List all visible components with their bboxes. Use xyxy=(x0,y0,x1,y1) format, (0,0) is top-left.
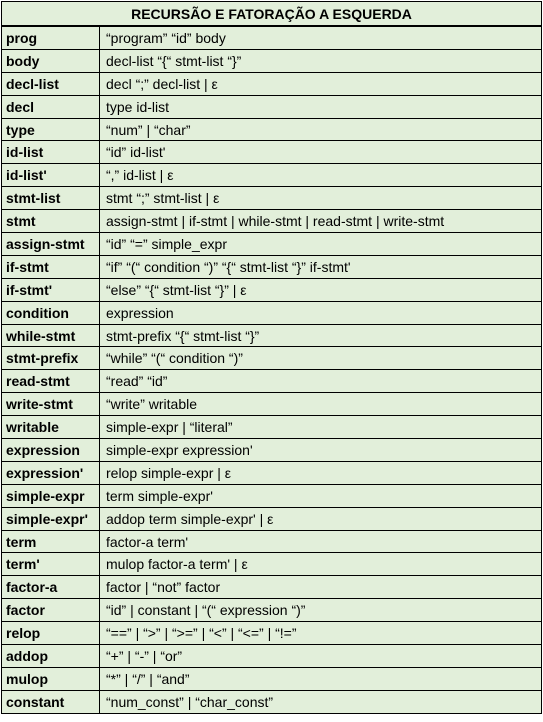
nonterminal-cell[interactable]: term xyxy=(1,529,100,554)
nonterminal-cell[interactable]: write-stmt xyxy=(1,392,100,417)
production-cell[interactable]: “,” id-list | ε xyxy=(99,163,542,188)
table-row: relop “==” | “>” | “>=” | “<” | “<=” | “… xyxy=(1,621,542,646)
table-row: type “num” | “char” xyxy=(1,117,542,142)
production-cell[interactable]: “id” | constant | “(“ expression “)” xyxy=(99,598,542,623)
production-cell[interactable]: stmt-prefix “{“ stmt-list “}” xyxy=(99,323,542,348)
table-row: term'mulop factor-a term' | ε xyxy=(1,552,542,577)
table-row: simple-expr'addop term simple-expr' | ε xyxy=(1,506,542,531)
nonterminal-cell[interactable]: stmt xyxy=(1,209,100,234)
production-cell[interactable]: factor-a term' xyxy=(99,529,542,554)
production-cell[interactable]: “else” “{“ stmt-list “}” | ε xyxy=(99,277,542,302)
nonterminal-cell[interactable]: body xyxy=(1,48,100,73)
production-cell[interactable]: “program” “id” body xyxy=(99,25,542,50)
production-cell[interactable]: “while” “(“ condition “)” xyxy=(99,346,542,371)
production-cell[interactable]: “num” | “char” xyxy=(99,117,542,142)
production-cell[interactable]: “==” | “>” | “>=” | “<” | “<=” | “!=” xyxy=(99,621,542,646)
table-header-row: RECURSÃO E FATORAÇÃO A ESQUERDA xyxy=(1,1,542,27)
table-row: read-stmt “read” “id” xyxy=(1,369,542,394)
table-row: expression'relop simple-expr | ε xyxy=(1,460,542,485)
production-cell[interactable]: expression xyxy=(99,300,542,325)
table-row: factor “id” | constant | “(“ expression … xyxy=(1,598,542,623)
nonterminal-cell[interactable]: while-stmt xyxy=(1,323,100,348)
table-row: factor-a factor | “not” factor xyxy=(1,575,542,600)
nonterminal-cell[interactable]: if-stmt xyxy=(1,254,100,279)
table-row: if-stmt “if” “(“ condition “)” “{“ stmt-… xyxy=(1,254,542,279)
nonterminal-cell[interactable]: condition xyxy=(1,300,100,325)
nonterminal-cell[interactable]: constant xyxy=(1,689,100,714)
table-row: prog “program” “id” body xyxy=(1,25,542,50)
nonterminal-cell[interactable]: expression' xyxy=(1,460,100,485)
production-cell[interactable]: “num_const” | “char_const” xyxy=(99,689,542,714)
table-row: addop “+” | “-” | “or” xyxy=(1,644,542,668)
nonterminal-cell[interactable]: addop xyxy=(1,644,100,668)
nonterminal-cell[interactable]: stmt-prefix xyxy=(1,346,100,371)
production-cell[interactable]: simple-expr expression' xyxy=(99,438,542,462)
production-cell[interactable]: “id” “=” simple_expr xyxy=(99,232,542,256)
nonterminal-cell[interactable]: factor-a xyxy=(1,575,100,600)
nonterminal-cell[interactable]: writable xyxy=(1,415,100,440)
nonterminal-cell[interactable]: expression xyxy=(1,438,100,462)
table-row: id-list “id” id-list' xyxy=(1,140,542,165)
table-row: stmt-list stmt “;” stmt-list | ε xyxy=(1,186,542,211)
nonterminal-cell[interactable]: relop xyxy=(1,621,100,646)
nonterminal-cell[interactable]: factor xyxy=(1,598,100,623)
table-row: write-stmt“write” writable xyxy=(1,392,542,417)
production-cell[interactable]: “id” id-list' xyxy=(99,140,542,165)
production-cell[interactable]: term simple-expr' xyxy=(99,483,542,508)
production-cell[interactable]: “if” “(“ condition “)” “{“ stmt-list “}”… xyxy=(99,254,542,279)
nonterminal-cell[interactable]: decl xyxy=(1,94,100,119)
production-cell[interactable]: “*” | “/” | “and” xyxy=(99,666,542,691)
nonterminal-cell[interactable]: read-stmt xyxy=(1,369,100,394)
table-row: expression simple-expr expression' xyxy=(1,438,542,462)
production-cell[interactable]: addop term simple-expr' | ε xyxy=(99,506,542,531)
table-row: decl type id-list xyxy=(1,94,542,119)
production-cell[interactable]: mulop factor-a term' | ε xyxy=(99,552,542,577)
production-cell[interactable]: decl “;” decl-list | ε xyxy=(99,71,542,96)
table-row: id-list'“,” id-list | ε xyxy=(1,163,542,188)
nonterminal-cell[interactable]: type xyxy=(1,117,100,142)
production-cell[interactable]: assign-stmt | if-stmt | while-stmt | rea… xyxy=(99,209,542,234)
table-row: mulop “*” | “/” | “and” xyxy=(1,666,542,691)
nonterminal-cell[interactable]: simple-expr' xyxy=(1,506,100,531)
table-title[interactable]: RECURSÃO E FATORAÇÃO A ESQUERDA xyxy=(1,1,542,27)
nonterminal-cell[interactable]: mulop xyxy=(1,666,100,691)
nonterminal-cell[interactable]: decl-list xyxy=(1,71,100,96)
nonterminal-cell[interactable]: if-stmt' xyxy=(1,277,100,302)
production-cell[interactable]: “+” | “-” | “or” xyxy=(99,644,542,668)
production-cell[interactable]: stmt “;” stmt-list | ε xyxy=(99,186,542,211)
nonterminal-cell[interactable]: id-list' xyxy=(1,163,100,188)
table-row: stmt-prefix “while” “(“ condition “)” xyxy=(1,346,542,371)
production-cell[interactable]: type id-list xyxy=(99,94,542,119)
production-cell[interactable]: simple-expr | “literal” xyxy=(99,415,542,440)
production-cell[interactable]: factor | “not” factor xyxy=(99,575,542,600)
production-cell[interactable]: relop simple-expr | ε xyxy=(99,460,542,485)
nonterminal-cell[interactable]: id-list xyxy=(1,140,100,165)
nonterminal-cell[interactable]: prog xyxy=(1,25,100,50)
table-row: constant “num_const” | “char_const” xyxy=(1,689,542,714)
nonterminal-cell[interactable]: stmt-list xyxy=(1,186,100,211)
nonterminal-cell[interactable]: term' xyxy=(1,552,100,577)
production-cell[interactable]: “read” “id” xyxy=(99,369,542,394)
nonterminal-cell[interactable]: assign-stmt xyxy=(1,232,100,256)
table-row: term factor-a term' xyxy=(1,529,542,554)
nonterminal-cell[interactable]: simple-expr xyxy=(1,483,100,508)
production-cell[interactable]: “write” writable xyxy=(99,392,542,417)
production-cell[interactable]: decl-list “{“ stmt-list “}” xyxy=(99,48,542,73)
table-row: assign-stmt “id” “=” simple_expr xyxy=(1,232,542,256)
table-row: if-stmt' “else” “{“ stmt-list “}” | ε xyxy=(1,277,542,302)
